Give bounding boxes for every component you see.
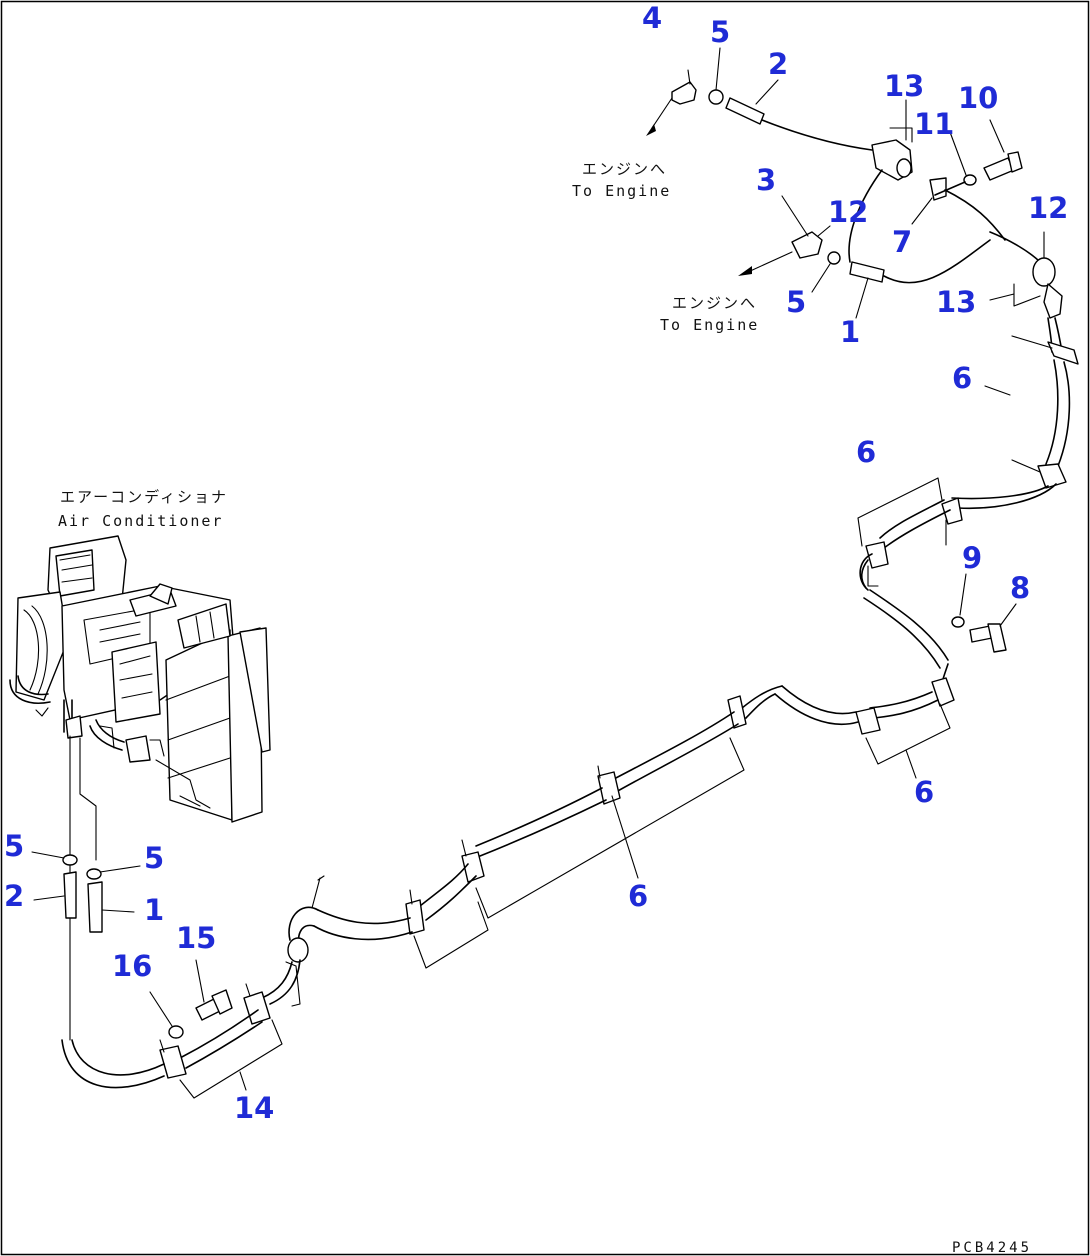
clamp-5-mid	[827, 251, 841, 265]
clamp-5-left-a	[62, 854, 78, 866]
ac-valve-block	[111, 641, 161, 723]
washer-9	[951, 616, 965, 628]
long-lower-hose	[61, 685, 783, 1099]
clamp-6-long-a	[727, 695, 747, 729]
callout-7: 7	[892, 225, 912, 259]
callout-12-mid: 12	[828, 195, 868, 229]
hose-1-mid	[849, 261, 885, 283]
clamp-6-lower-a	[931, 677, 955, 707]
drawing-code: PCB4245	[952, 1240, 1032, 1256]
callout-11: 11	[914, 107, 954, 141]
washer-16	[168, 1025, 184, 1039]
callout-2-left: 2	[4, 879, 24, 913]
upper-hose-assembly	[646, 47, 1079, 510]
callout-12-right: 12	[1028, 191, 1068, 225]
air-conditioner-jp: エアーコンディショナ	[60, 488, 228, 506]
callout-10: 10	[958, 81, 998, 115]
to-engine-top-jp: エンジンへ	[582, 160, 667, 178]
fitting-13-right	[1043, 283, 1063, 319]
bracket-7	[929, 177, 947, 201]
text-annotations: エンジンへ To Engine エンジンへ To Engine エアーコンディシ…	[58, 160, 1032, 1256]
air-conditioner-en: Air Conditioner	[58, 512, 223, 530]
callout-labels: 4 5 2 13 10 11 3 12 12 7 5 1 13 6 6 9 8 …	[4, 1, 1068, 1125]
clamp-6-long-e	[287, 937, 309, 963]
clamp-6-mid-a	[941, 497, 963, 525]
arrow-to-engine-mid	[738, 266, 752, 276]
to-engine-top-en: To Engine	[572, 182, 671, 200]
callout-16: 16	[112, 949, 152, 983]
valve-12-right	[1032, 257, 1056, 287]
left-hose-pair	[31, 851, 141, 933]
right-clamp-section	[774, 477, 1017, 779]
clamp-5-top	[708, 89, 724, 105]
callout-13-right: 13	[936, 285, 976, 319]
arrow-to-engine-top	[646, 124, 656, 136]
clamp-14-b	[159, 1045, 187, 1079]
ac-heater-core	[165, 629, 233, 821]
valve-3	[791, 231, 823, 259]
clamp-5-left-b	[86, 868, 102, 880]
air-conditioner-unit	[9, 535, 271, 1041]
callout-1-left: 1	[144, 893, 164, 927]
callout-1-mid: 1	[840, 315, 860, 349]
clamp-6-lower-b	[855, 707, 881, 735]
to-engine-mid-jp: エンジンへ	[672, 294, 757, 312]
hose-2-top	[725, 97, 765, 125]
clamp-6-long-d	[405, 899, 425, 935]
callout-6-left: 6	[856, 435, 876, 469]
callout-2-top: 2	[768, 47, 788, 81]
callout-5-top: 5	[710, 15, 730, 49]
callout-15: 15	[176, 921, 216, 955]
callout-6-lower: 6	[914, 775, 934, 809]
callout-9: 9	[962, 541, 982, 575]
callout-5-mid: 5	[786, 285, 806, 319]
callout-13-top: 13	[884, 69, 924, 103]
callout-14: 14	[234, 1091, 274, 1125]
callout-6-upper: 6	[952, 361, 972, 395]
to-engine-mid-en: To Engine	[660, 316, 759, 334]
callout-8: 8	[1010, 571, 1030, 605]
clamp-6-long-b	[597, 771, 621, 805]
hose-1-left	[87, 881, 103, 933]
callout-5-left-b: 5	[144, 841, 164, 875]
callout-5-left-a: 5	[4, 829, 24, 863]
valve-4	[671, 81, 697, 105]
clamp-6-right-a	[1047, 341, 1079, 365]
clamp-6-long-c	[461, 851, 485, 883]
hose-2-left	[63, 871, 77, 919]
callout-4-top: 4	[642, 1, 662, 35]
callout-6-center: 6	[628, 879, 648, 913]
clamp-6-mid-b	[865, 541, 889, 569]
ac-blower	[15, 591, 69, 701]
clamp-6-right-b	[1037, 463, 1067, 489]
washer-11	[963, 174, 977, 186]
callout-3: 3	[756, 163, 776, 197]
